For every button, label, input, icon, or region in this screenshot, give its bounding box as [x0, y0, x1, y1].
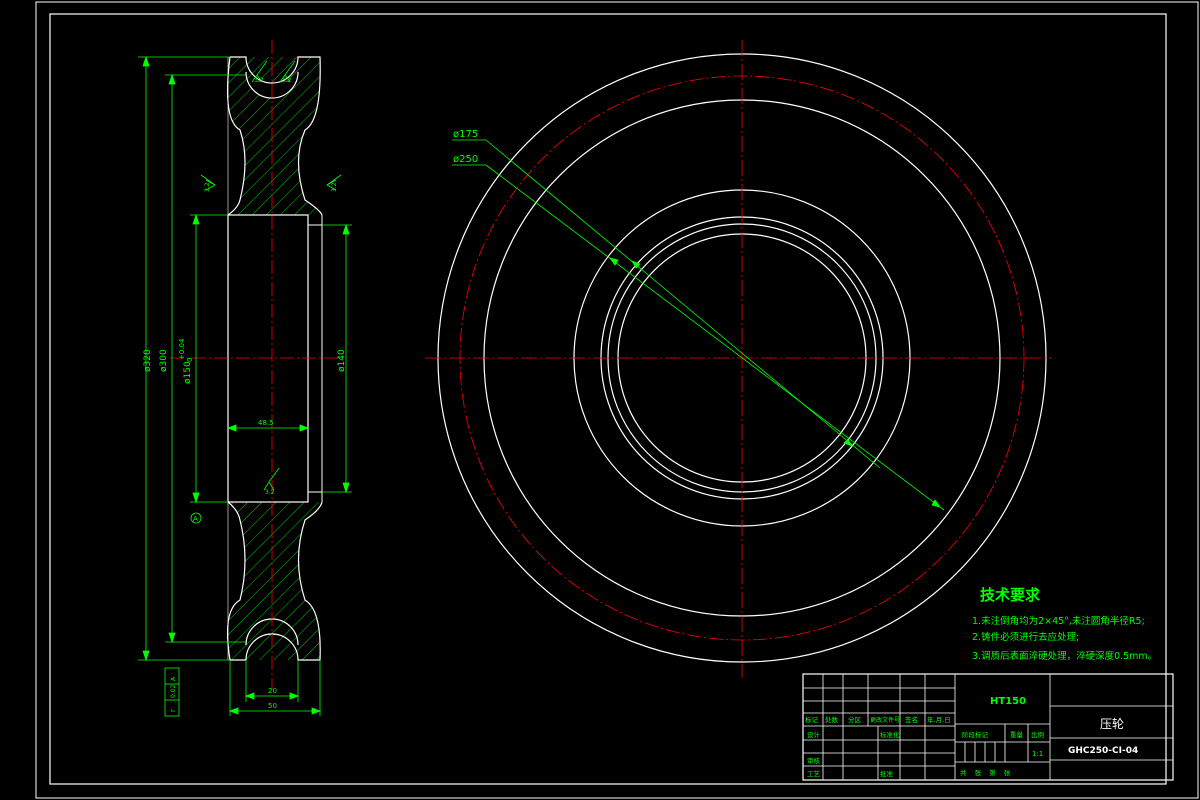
tech-requirement-2: 2.铸件必须进行去应处理; — [972, 631, 1079, 643]
tech-requirements-title: 技术要求 — [980, 586, 1041, 604]
header-mark: 标记 — [805, 715, 819, 724]
dim-20 — [244, 660, 300, 702]
front-view: ø175 ø250 — [425, 40, 1052, 678]
roughness-5-label: 3.2 — [265, 489, 275, 496]
title-block-text: HT150 压轮 GHC250-CI-04 标记 处数 分区 更改文件号 签名 … — [805, 696, 1138, 778]
outer-border — [35, 1, 1199, 799]
upper-rim-outline-left — [226, 56, 246, 216]
datum-marker — [190, 512, 202, 524]
standardization-label: 标准化 — [880, 730, 900, 739]
title-block — [802, 673, 1174, 781]
scale-value: 1:1 — [1032, 750, 1043, 758]
dim-20-label: 20 — [268, 687, 277, 695]
tolerance-symbol: r — [169, 709, 177, 712]
dim-d140 — [322, 223, 352, 494]
roughness-1-label: 3.2 — [254, 77, 264, 84]
dim-d175-label: ø175 — [453, 129, 478, 140]
leader-d250 — [452, 164, 945, 511]
roughness-4-label: 3.2 — [331, 182, 338, 192]
header-zone: 分区 — [848, 715, 862, 724]
designer-label: 设计 — [807, 730, 821, 739]
dim-48-5 — [226, 424, 310, 432]
review-label: 审核 — [807, 756, 821, 765]
dim-d140-label: ø140 — [337, 349, 347, 372]
dim-d300-label: ø300 — [159, 349, 169, 372]
dim-d150-tol-sup: +0.04 — [178, 338, 186, 360]
dim-d150 — [190, 213, 228, 504]
dim-d250-label: ø250 — [453, 154, 478, 165]
sheet-count: 共 张 第 张 — [960, 768, 1013, 777]
stage-mark-label: 阶段标记 — [962, 730, 989, 739]
material-label: HT150 — [990, 696, 1026, 707]
dim-50-label: 50 — [268, 702, 277, 710]
tolerance-frame: r 0.02 A — [164, 667, 180, 717]
header-date: 年.月.日 — [927, 715, 951, 724]
dim-48-5-label: 48.5 — [258, 419, 274, 427]
approve-label: 批准 — [880, 769, 894, 778]
dim-50 — [228, 660, 322, 716]
weight-label: 重量 — [1010, 731, 1024, 739]
dim-d150-label: ø150 — [183, 361, 193, 384]
roughness-3-label: 3.2 — [204, 182, 211, 192]
tech-requirement-3: 3.调质后表面淬硬处理，淬硬深度0.5mm。 — [972, 650, 1157, 662]
datum-label: A — [193, 515, 198, 523]
lower-section-hatch — [227, 502, 322, 660]
dim-d320 — [138, 55, 230, 662]
inner-border — [49, 13, 1167, 785]
scale-label: 比例 — [1031, 730, 1044, 739]
roughness-symbols — [200, 60, 342, 491]
dim-d300 — [165, 73, 246, 644]
leader-d175 — [452, 139, 881, 469]
process-label: 工艺 — [807, 770, 821, 778]
header-count: 处数 — [825, 715, 839, 724]
hub-bore — [227, 214, 309, 503]
part-name: 压轮 — [1100, 717, 1124, 731]
drawing-number: GHC250-CI-04 — [1068, 746, 1138, 756]
dim-d320-label: ø320 — [143, 349, 153, 372]
header-signature: 签名 — [905, 715, 918, 724]
roughness-2-label: 3.2 — [282, 77, 292, 84]
header-change-doc: 更改文件号 — [870, 716, 900, 724]
side-section-view: ø320 ø300 ø150 0 +0.04 ø140 — [138, 40, 352, 717]
dim-d150-tol-sub: 0 — [186, 358, 194, 362]
tolerance-datum: A — [170, 676, 177, 681]
tech-requirement-1: 1.未注倒角均为2×45°,未注圆角半径R5; — [972, 615, 1145, 627]
tolerance-value: 0.02 — [170, 684, 177, 698]
upper-section-hatch — [227, 57, 322, 215]
tech-requirements: 技术要求 1.未注倒角均为2×45°,未注圆角半径R5; 2.铸件必须进行去应处… — [972, 586, 1157, 662]
